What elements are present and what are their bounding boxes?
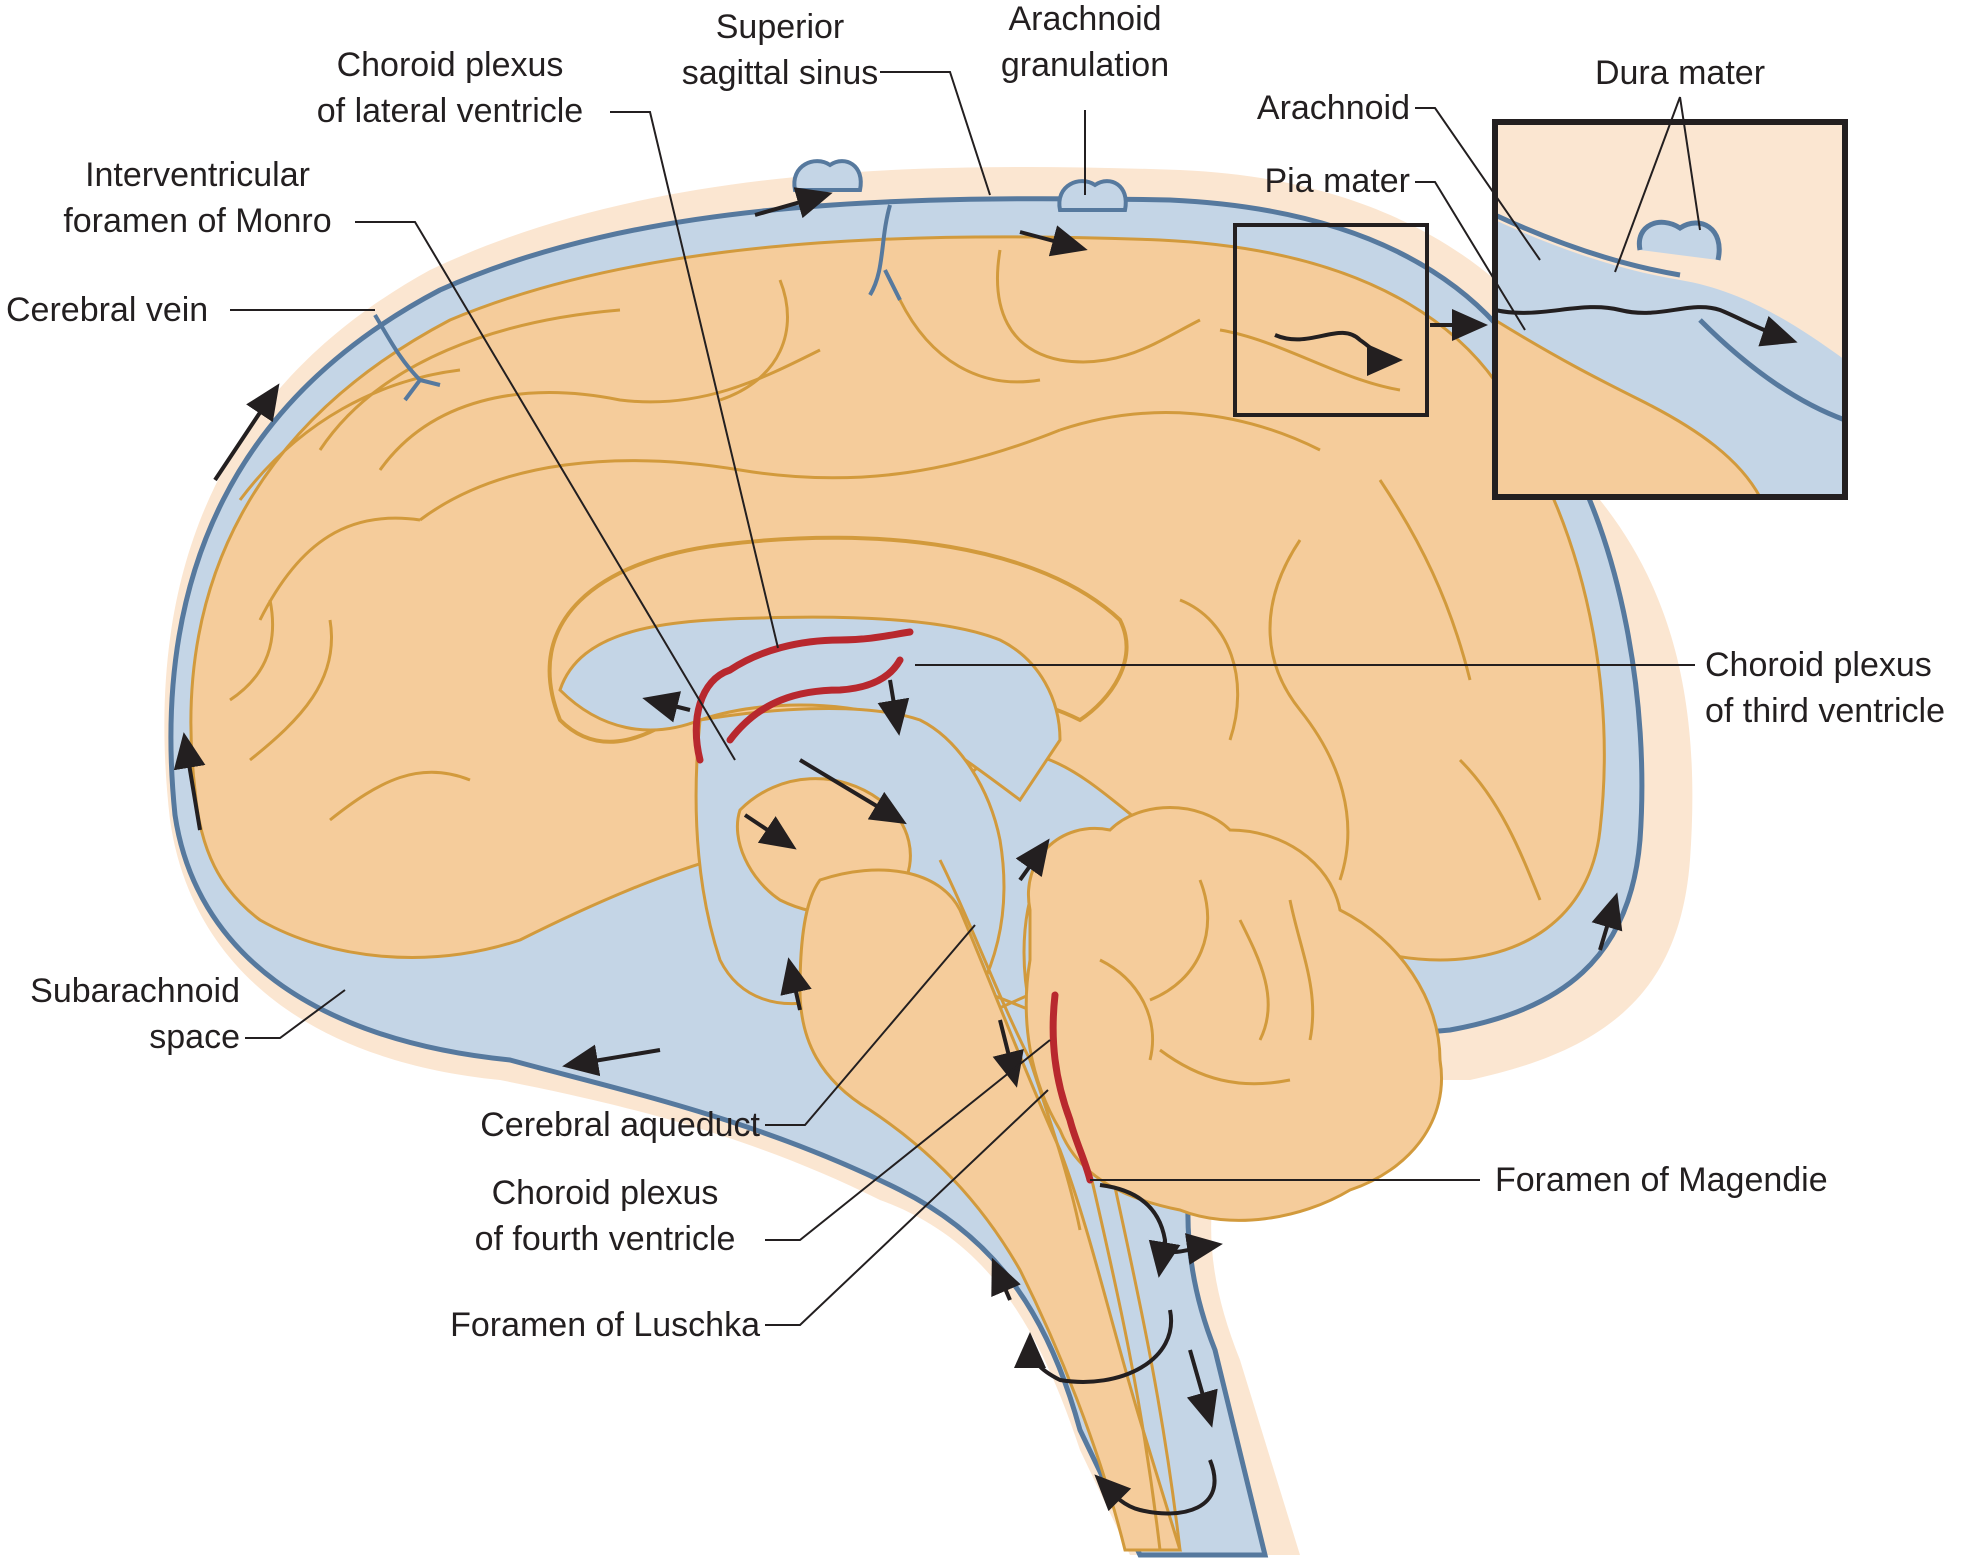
label-arachnoid: Arachnoid xyxy=(1256,89,1410,127)
label-choroid-plexus-lateral-line-1: Choroid plexus xyxy=(336,46,564,84)
label-choroid-plexus-third-line-1: Choroid plexus xyxy=(1705,646,1932,684)
label-choroid-plexus-third: Choroid plexus of third ventricle xyxy=(1705,642,1975,734)
label-subarachnoid-space-line-2: space xyxy=(149,1018,240,1056)
label-dura-mater: Dura mater xyxy=(1594,54,1766,92)
cerebellum-folia xyxy=(1099,879,1315,1086)
label-subarachnoid-space: Subarachnoid space xyxy=(0,968,240,1060)
label-superior-sagittal-sinus-line-1: Superior xyxy=(715,8,845,46)
label-arachnoid-granulation-line-1: Arachnoid xyxy=(1008,0,1162,38)
label-interventricular-foramen-line-2: foramen of Monro xyxy=(63,202,332,240)
label-superior-sagittal-sinus-line-2: sagittal sinus xyxy=(681,54,879,92)
label-foramen-magendie: Foramen of Magendie xyxy=(1495,1161,1828,1199)
label-interventricular-foramen: Interventricular foramen of Monro xyxy=(45,152,350,244)
label-cerebral-aqueduct: Cerebral aqueduct xyxy=(480,1106,760,1144)
label-choroid-plexus-lateral-line-2: of lateral ventricle xyxy=(316,92,584,130)
csf-flow-arrows xyxy=(173,187,1623,1516)
label-arachnoid-granulation-line-2: granulation xyxy=(1000,46,1170,84)
cerebral-veins xyxy=(373,204,902,402)
inset-source-box xyxy=(1233,223,1429,417)
label-choroid-plexus-fourth: Choroid plexus of fourth ventricle xyxy=(450,1170,760,1262)
label-foramen-luschka: Foramen of Luschka xyxy=(450,1306,760,1344)
cerebral-aqueduct xyxy=(938,859,1082,1231)
label-subarachnoid-space-line-1: Subarachnoid xyxy=(30,972,240,1010)
label-cerebral-vein: Cerebral vein xyxy=(6,291,209,329)
label-choroid-plexus-third-line-2: of third ventricle xyxy=(1705,692,1945,730)
label-arachnoid-granulation: Arachnoid granulation xyxy=(975,0,1195,88)
inset-enlarged xyxy=(1492,119,1848,500)
leader-lines xyxy=(230,71,1701,1326)
label-superior-sagittal-sinus: Superior sagittal sinus xyxy=(660,4,900,96)
label-choroid-plexus-fourth-line-2: of fourth ventricle xyxy=(474,1220,736,1258)
cerebellum xyxy=(1024,806,1443,1222)
choroid-plexus xyxy=(692,628,1094,1184)
arachnoid-granulations xyxy=(792,159,1128,212)
gyri-lines xyxy=(229,249,1542,901)
label-choroid-plexus-lateral: Choroid plexus of lateral ventricle xyxy=(290,42,610,134)
inset-source-flow xyxy=(1274,330,1403,376)
label-pia-mater: Pia mater xyxy=(1264,162,1411,200)
label-interventricular-foramen-line-1: Interventricular xyxy=(85,156,310,194)
label-choroid-plexus-fourth-line-1: Choroid plexus xyxy=(491,1174,719,1212)
